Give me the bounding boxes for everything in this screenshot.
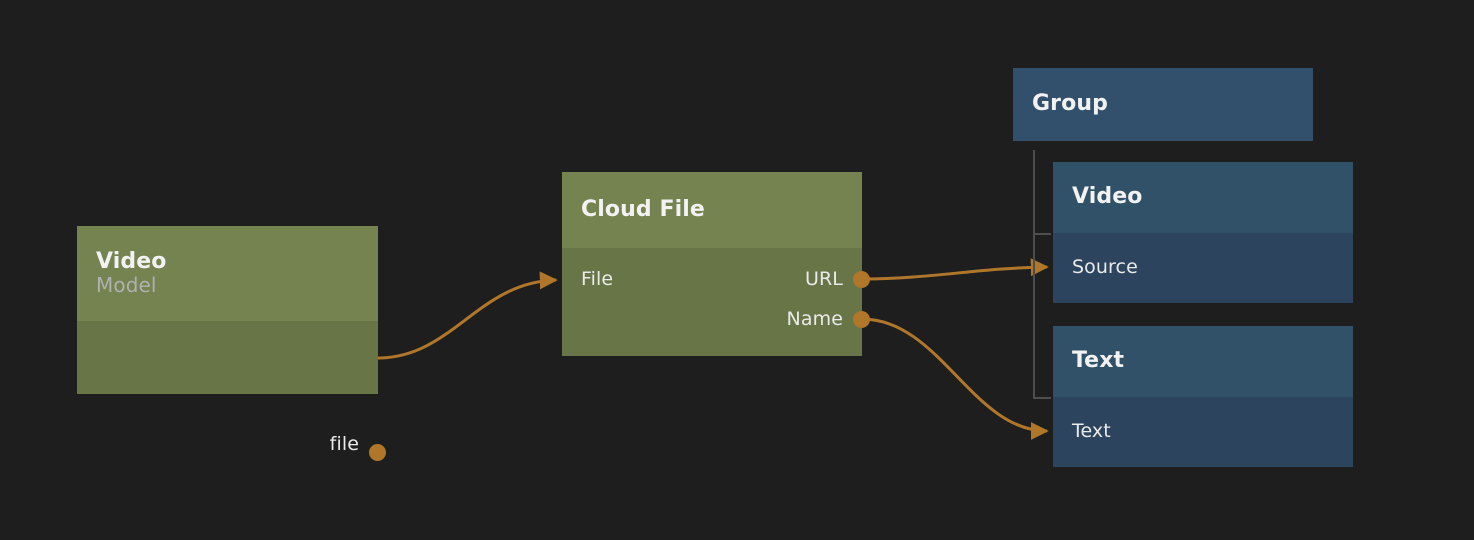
- input-port-source[interactable]: Source: [1072, 256, 1138, 278]
- port-label: File: [581, 268, 614, 290]
- edge-file-to-file[interactable]: [377, 271, 558, 360]
- port-label: file: [329, 433, 359, 455]
- node-cloud-file[interactable]: Cloud File File URL Name: [562, 172, 870, 356]
- output-port-dot-name[interactable]: [853, 311, 870, 328]
- node-subtitle: Model: [96, 273, 157, 298]
- input-port-text[interactable]: Text: [1072, 420, 1111, 442]
- output-port-url[interactable]: URL: [805, 268, 843, 290]
- group-tree-tick-text: [1033, 397, 1051, 399]
- node-header[interactable]: Cloud File: [562, 172, 862, 248]
- output-port-dot-file[interactable]: [369, 444, 386, 461]
- port-label: Source: [1072, 256, 1138, 278]
- node-body: File URL Name: [562, 248, 870, 356]
- output-port-file[interactable]: file: [329, 433, 359, 455]
- node-video-model[interactable]: Video Model file: [77, 226, 386, 461]
- port-label: Name: [786, 308, 843, 330]
- node-header[interactable]: Group: [1013, 68, 1313, 141]
- node-title: Group: [1032, 91, 1108, 117]
- output-port-dot-url[interactable]: [853, 271, 870, 288]
- node-text[interactable]: Text Text: [1053, 326, 1353, 467]
- edge-url-to-source[interactable]: [861, 258, 1049, 281]
- node-body: file: [77, 321, 386, 461]
- node-body: Text: [1053, 397, 1353, 467]
- node-title: Video: [96, 248, 167, 274]
- node-title: Cloud File: [581, 196, 705, 222]
- node-video-player[interactable]: Video Source: [1053, 162, 1353, 303]
- node-header[interactable]: Video Model: [77, 226, 378, 321]
- node-title: Text: [1072, 348, 1125, 374]
- group-tree-tick-video: [1033, 233, 1051, 235]
- node-title: Video: [1072, 184, 1143, 210]
- node-group[interactable]: Group: [1013, 68, 1313, 141]
- port-label: Text: [1072, 420, 1111, 442]
- port-label: URL: [805, 268, 843, 290]
- group-tree-vertical-line: [1033, 150, 1035, 399]
- edge-name-to-text[interactable]: [861, 317, 1049, 440]
- node-header[interactable]: Text: [1053, 326, 1353, 397]
- input-port-file[interactable]: File: [581, 268, 614, 290]
- output-port-name[interactable]: Name: [786, 308, 843, 330]
- node-body: Source: [1053, 233, 1353, 303]
- node-header[interactable]: Video: [1053, 162, 1353, 233]
